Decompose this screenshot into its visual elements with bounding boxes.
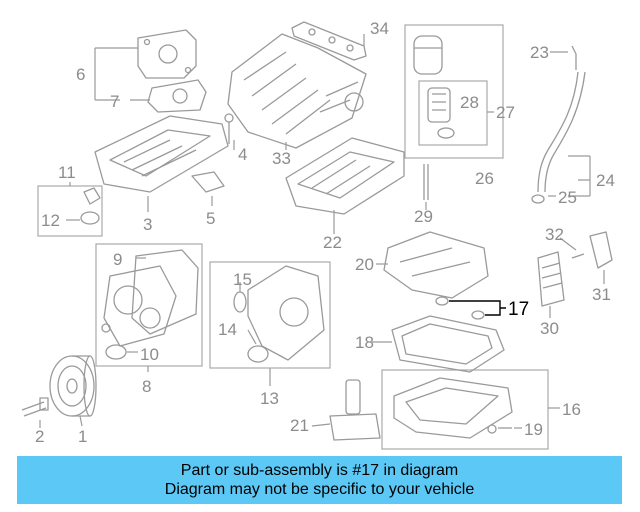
banner-line-1: Part or sub-assembly is #17 in diagram — [180, 462, 459, 479]
intake-gasket-part — [291, 21, 367, 61]
oil-sensor-part — [329, 379, 381, 441]
cylinder-head-part — [285, 137, 405, 215]
callout-13: 13 — [260, 389, 279, 408]
callout-12: 12 — [41, 211, 60, 230]
bolt-part-4 — [224, 113, 234, 144]
callout-26: 26 — [475, 169, 494, 188]
callout-34: 34 — [370, 19, 389, 38]
filter-element-part — [427, 87, 455, 139]
callout-28: 28 — [460, 93, 479, 112]
callout-4: 4 — [238, 145, 247, 164]
callout-11: 11 — [58, 163, 76, 182]
box-item-27 — [418, 80, 488, 146]
valve-cover-part — [94, 115, 229, 193]
callout-5: 5 — [206, 209, 215, 228]
callout-32: 32 — [545, 225, 564, 244]
callout-17: 17 — [508, 299, 529, 320]
callout-9: 9 — [113, 250, 122, 269]
oil-filter-part — [413, 35, 443, 75]
sealing-ring-part — [435, 296, 485, 320]
banner-line-2: Diagram may not be specific to your vehi… — [164, 481, 475, 498]
callout-15: 15 — [233, 270, 252, 289]
oil-pan-part — [393, 377, 513, 439]
bracket-part — [191, 171, 225, 193]
callout-14: 14 — [218, 320, 237, 339]
box-item-8 — [95, 243, 203, 367]
callout-19: 19 — [524, 420, 543, 439]
leader-line-17 — [449, 300, 506, 316]
box-item-13 — [209, 261, 331, 369]
drain-plug-part — [487, 424, 512, 434]
box-item-26 — [404, 24, 504, 159]
leader-lines — [39, 34, 605, 429]
callout-16: 16 — [562, 400, 581, 419]
callout-6: 6 — [76, 65, 85, 84]
oil-cooler-part — [537, 231, 613, 307]
crank-pulley-part — [49, 355, 97, 417]
pulley-bolt-part — [21, 397, 49, 417]
callout-22: 22 — [323, 233, 342, 252]
info-banner: Part or sub-assembly is #17 in diagram D… — [17, 456, 622, 504]
oil-pan-gasket-part — [391, 315, 505, 373]
callout-27: 27 — [496, 103, 515, 122]
callout-21: 21 — [290, 416, 309, 435]
gasket-plate-part — [147, 79, 207, 113]
callout-24: 24 — [596, 171, 615, 190]
callout-29: 29 — [414, 207, 433, 226]
callout-10: 10 — [140, 345, 159, 364]
callout-7: 7 — [110, 92, 119, 111]
callout-20: 20 — [355, 255, 374, 274]
intake-manifold-part — [227, 33, 367, 149]
oil-pump-part — [383, 231, 489, 299]
box-item-16 — [381, 369, 549, 450]
callout-1: 1 — [78, 427, 87, 446]
timing-cover-part — [101, 249, 199, 360]
cover-plate-part — [137, 29, 197, 79]
callout-23: 23 — [530, 43, 549, 62]
callout-18: 18 — [355, 333, 374, 352]
dipstick-part — [531, 45, 586, 204]
cap-part — [80, 187, 101, 225]
callout-30: 30 — [540, 319, 559, 338]
callout-2: 2 — [35, 427, 44, 446]
callout-33: 33 — [272, 149, 291, 168]
callout-8: 8 — [142, 377, 151, 396]
callout-25: 25 — [558, 188, 577, 207]
stud-part-29 — [423, 164, 429, 200]
parts-diagram: 1 2 3 4 5 6 7 8 9 10 11 12 13 14 15 16 1… — [21, 19, 615, 450]
callout-31: 31 — [592, 285, 611, 304]
callout-numbers: 1 2 3 4 5 6 7 8 9 10 11 12 13 14 15 16 1… — [35, 19, 615, 446]
callout-3: 3 — [143, 215, 152, 234]
